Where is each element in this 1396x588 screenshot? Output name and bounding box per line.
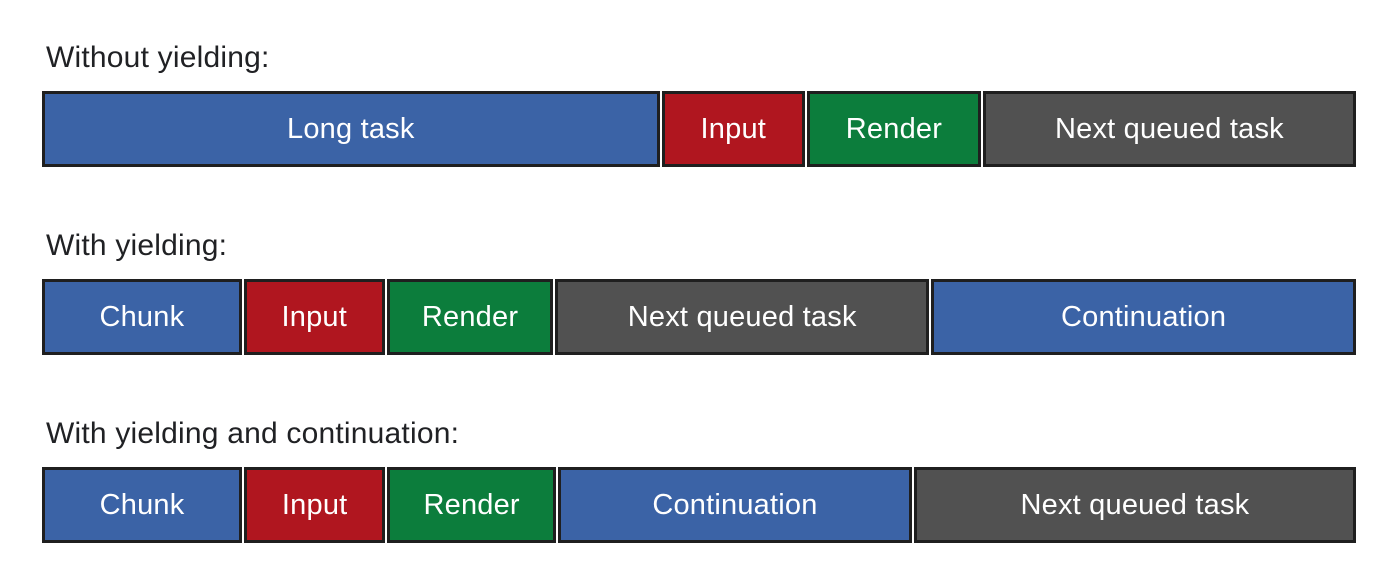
segment-input: Input — [661, 91, 805, 167]
segment-label: Next queued task — [1054, 112, 1284, 145]
segment-continuation: Continuation — [931, 279, 1356, 355]
segment-label: Long task — [287, 112, 415, 145]
segment-continuation: Continuation — [557, 467, 912, 543]
segment-render: Render — [807, 91, 981, 167]
segment-next-queued-task: Next queued task — [913, 467, 1356, 543]
section-with-yielding-and-continuation: With yielding and continuation: Chunk Inp… — [42, 416, 1356, 543]
section-label: With yielding: — [46, 229, 228, 262]
segment-label: Continuation — [1060, 300, 1227, 333]
section-label: Without yielding: — [46, 41, 270, 74]
section-without-yielding: Without yielding: Long task Input Render Ne… — [42, 40, 1356, 167]
timeline-bar: Chunk Input Render Continuation Next queued … — [42, 467, 1356, 543]
segment-chunk: Chunk — [42, 467, 243, 543]
segment-label: Render — [421, 300, 519, 333]
segment-label: Input — [281, 300, 348, 333]
segment-label: Chunk — [99, 300, 185, 333]
segment-next-queued-task: Next queued task — [555, 279, 930, 355]
segment-label: Continuation — [652, 488, 818, 521]
segment-label: Input — [281, 488, 348, 521]
segment-next-queued-task: Next queued task — [982, 91, 1356, 167]
segment-label: Next queued task — [627, 300, 857, 333]
segment-long-task: Long task — [42, 91, 660, 167]
segment-label: Render — [845, 112, 943, 145]
segment-chunk: Chunk — [42, 279, 242, 355]
timeline-bar: Long task Input Render Next queued task — [42, 91, 1356, 167]
segment-render: Render — [387, 467, 556, 543]
segment-label: Render — [423, 488, 520, 521]
segment-input: Input — [244, 467, 386, 543]
segment-label: Next queued task — [1020, 488, 1250, 521]
segment-input: Input — [243, 279, 385, 355]
segment-label: Input — [700, 112, 767, 145]
section-label: With yielding and continuation: — [46, 417, 460, 450]
timeline-bar: Chunk Input Render Next queued task Continua… — [42, 279, 1356, 355]
segment-render: Render — [386, 279, 554, 355]
section-with-yielding: With yielding: Chunk Input Render Next queu… — [42, 228, 1356, 355]
segment-label: Chunk — [99, 488, 185, 521]
